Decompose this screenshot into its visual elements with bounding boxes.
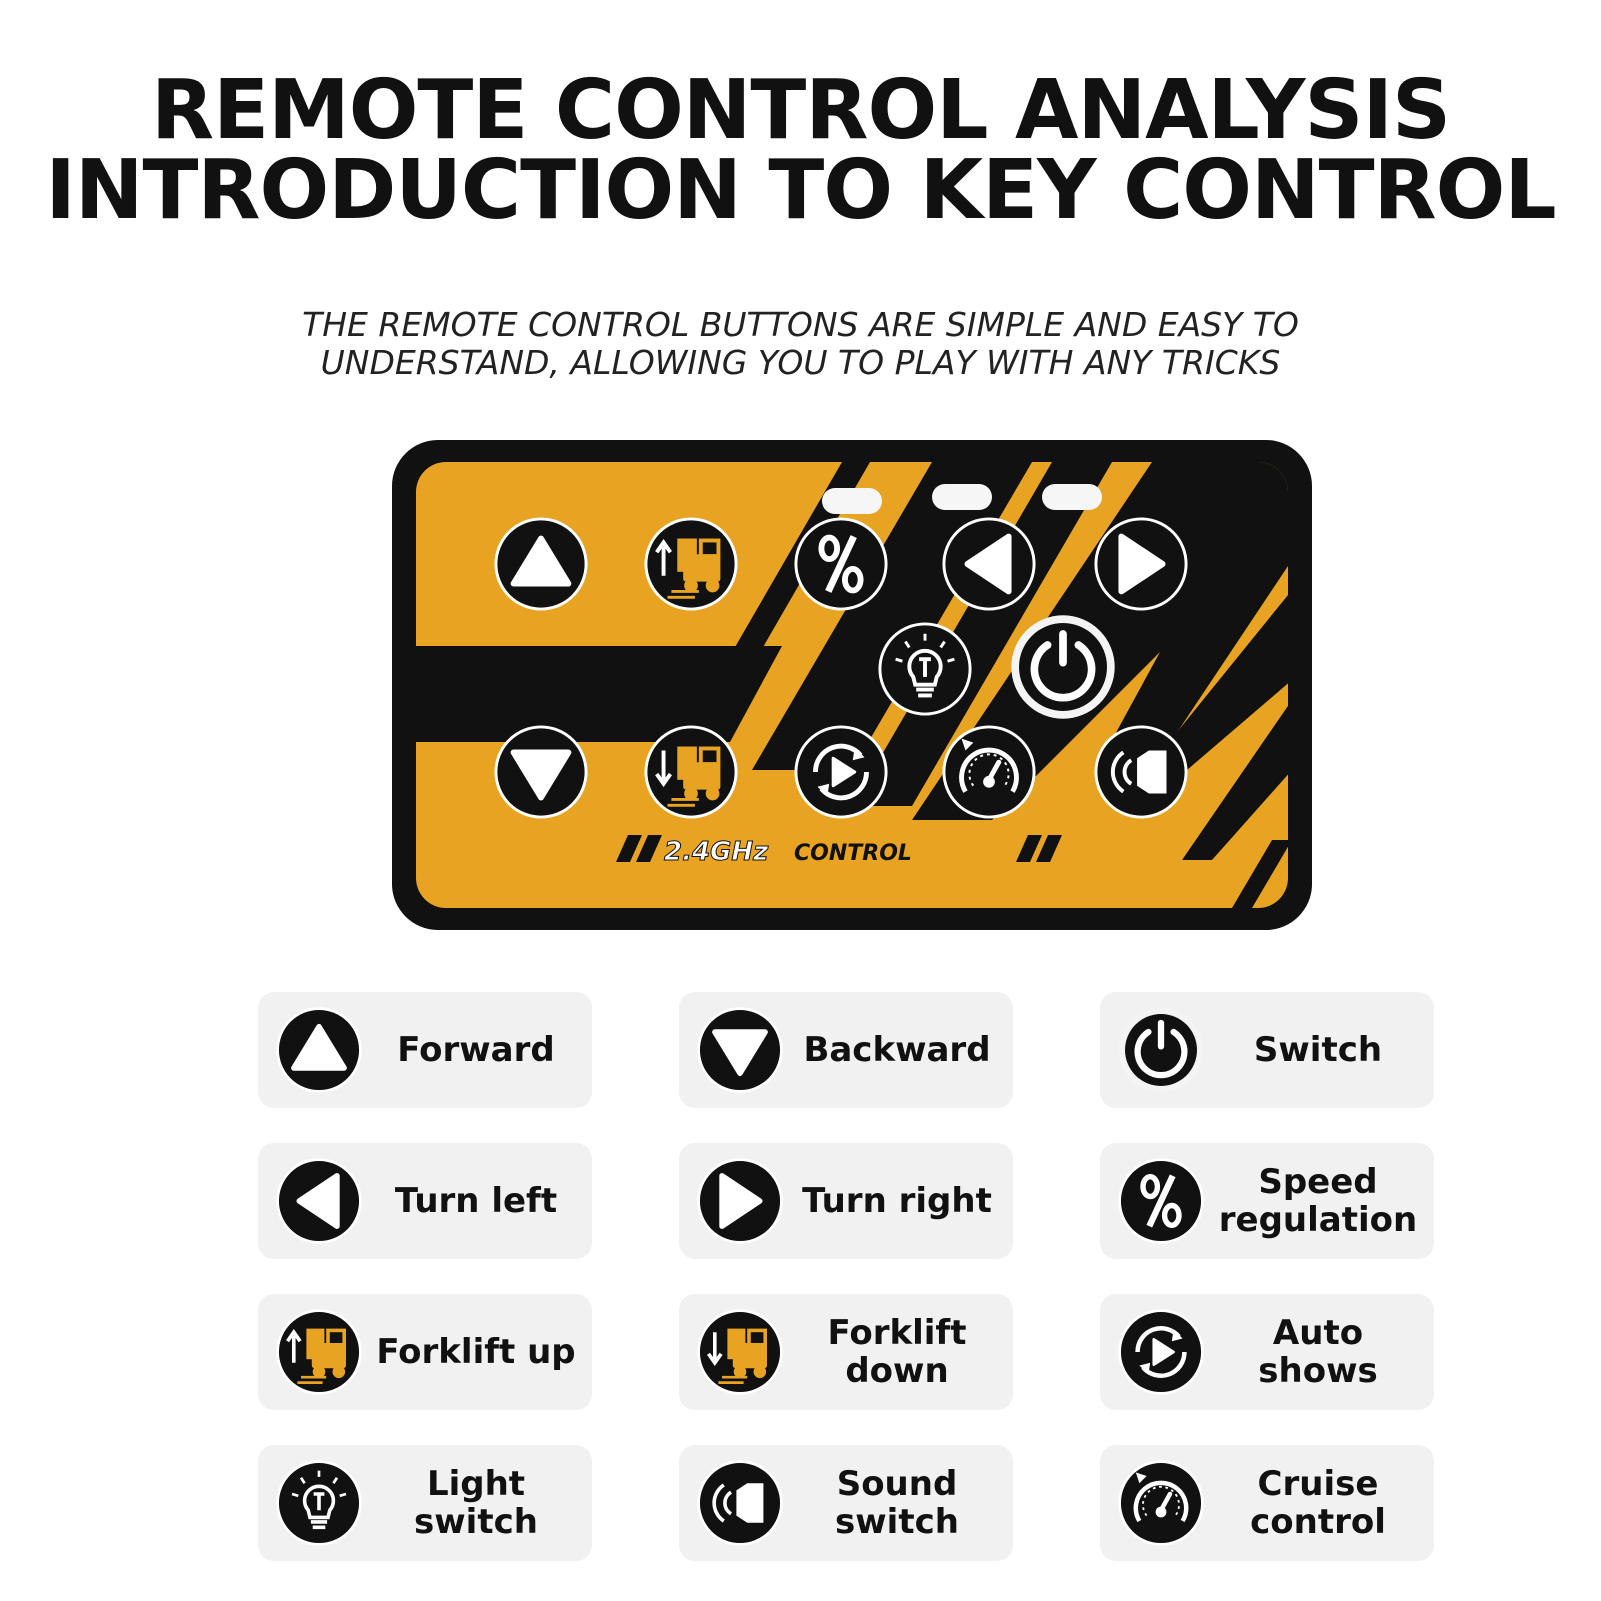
remote-control-image: 2.4GHz CONTROL — [392, 440, 1312, 930]
remote-forward-button — [496, 519, 586, 609]
turn-right-icon — [695, 1156, 785, 1246]
remote-light-button — [877, 621, 973, 717]
legend-label: Turn left — [394, 1181, 558, 1221]
legend-label: Sound switch — [835, 1464, 959, 1542]
turn-left-icon — [274, 1156, 364, 1246]
forward-icon — [274, 1005, 364, 1095]
legend-card-cruise: Cruise control — [1100, 1445, 1434, 1561]
legend-label: Turn right — [802, 1181, 992, 1221]
subtitle-line-2: UNDERSTAND, ALLOWING YOU TO PLAY WITH AN… — [320, 343, 1281, 382]
remote-cruise-button — [944, 727, 1034, 817]
title-line-2: INTRODUCTION TO KEY CONTROL — [45, 143, 1556, 238]
legend-label: Auto shows — [1258, 1313, 1378, 1391]
remote-power-button — [1011, 615, 1114, 718]
badge-frequency: 2.4GHz — [664, 837, 769, 867]
legend-label: Forklift up — [376, 1332, 576, 1372]
legend-card-speed: Speed regulation — [1100, 1143, 1434, 1259]
remote-turn-left-button — [944, 519, 1034, 609]
title-line-1: REMOTE CONTROL ANALYSIS — [150, 63, 1451, 158]
percent-icon — [1116, 1156, 1206, 1246]
legend-card-turn-left: Turn left — [258, 1143, 592, 1259]
legend-label: Forward — [397, 1030, 555, 1070]
legend-label: Light switch — [414, 1464, 538, 1542]
light-bulb-icon — [274, 1458, 364, 1548]
frequency-badge: 2.4GHz CONTROL — [616, 835, 1062, 868]
remote-forklift-up-button — [643, 516, 739, 612]
legend-card-backward: Backward — [679, 992, 1013, 1108]
remote-forklift-down-button — [643, 724, 739, 820]
backward-icon — [695, 1005, 785, 1095]
legend-label: Switch — [1253, 1030, 1383, 1070]
power-icon — [1116, 1005, 1206, 1095]
legend-label: Speed regulation — [1218, 1162, 1418, 1240]
legend-card-sound: Sound switch — [679, 1445, 1013, 1561]
forklift-up-icon — [274, 1307, 364, 1397]
remote-turn-right-button — [1096, 519, 1186, 609]
legend-label: Backward — [803, 1030, 991, 1070]
remote-backward-button — [496, 727, 586, 817]
legend-card-auto-shows: Auto shows — [1100, 1294, 1434, 1410]
badge-control: CONTROL — [794, 841, 912, 866]
speedometer-icon — [1116, 1458, 1206, 1548]
sound-icon — [695, 1458, 785, 1548]
legend-card-forklift-down: Forklift down — [679, 1294, 1013, 1410]
remote-auto-show-button — [796, 727, 886, 817]
subtitle-line-1: THE REMOTE CONTROL BUTTONS ARE SIMPLE AN… — [302, 305, 1299, 344]
remote-sound-button — [1093, 724, 1189, 820]
legend-label: Forklift down — [827, 1313, 967, 1391]
legend-card-forklift-up: Forklift up — [258, 1294, 592, 1410]
indicator-light-1 — [822, 488, 882, 514]
legend-card-forward: Forward — [258, 992, 592, 1108]
legend-card-turn-right: Turn right — [679, 1143, 1013, 1259]
remote-speed-button — [796, 519, 886, 609]
auto-show-icon — [1116, 1307, 1206, 1397]
legend-card-light: Light switch — [258, 1445, 592, 1561]
indicator-light-3 — [1042, 484, 1102, 510]
legend-card-switch: Switch — [1100, 992, 1434, 1108]
indicator-light-2 — [932, 484, 992, 510]
forklift-down-icon — [695, 1307, 785, 1397]
legend-label: Cruise control — [1250, 1464, 1386, 1542]
